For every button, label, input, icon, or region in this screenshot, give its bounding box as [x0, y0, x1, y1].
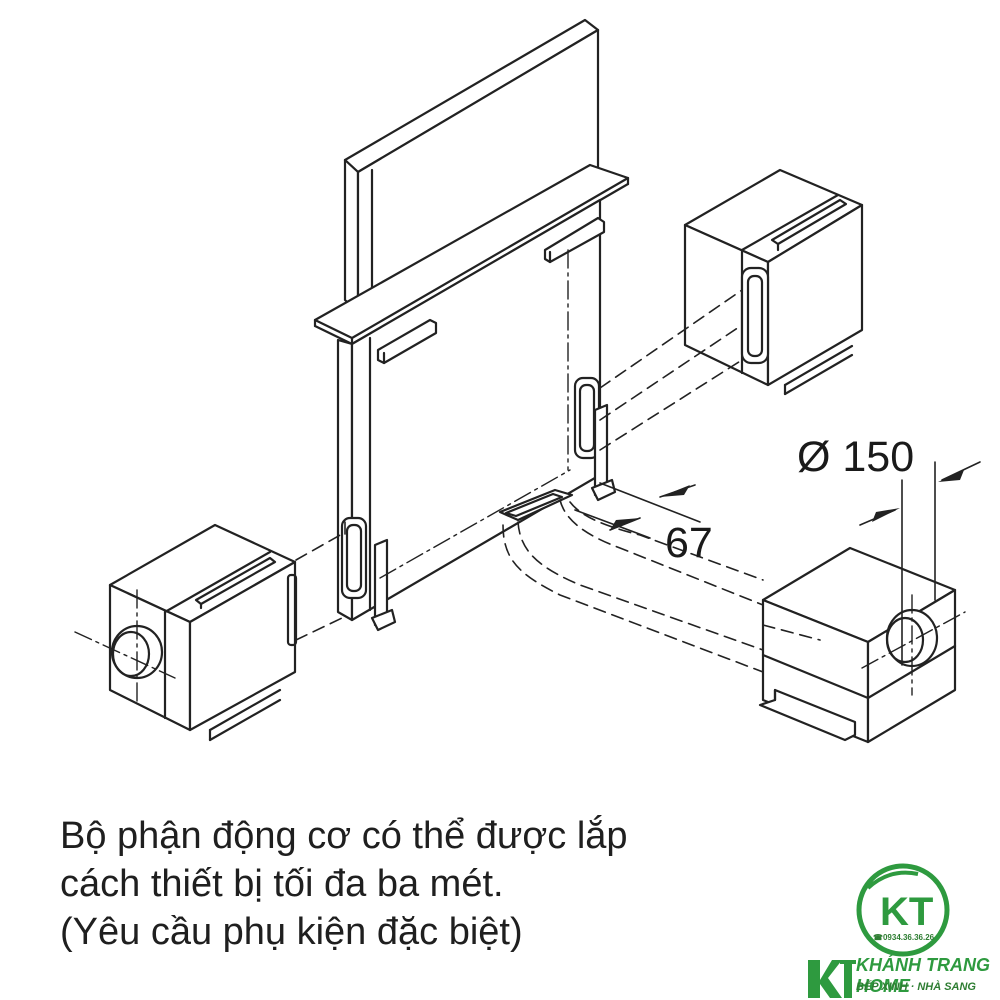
brand-logo: KT ☎0934.36.36.26 KHÁNH TRANG HOME BẾP X…	[800, 860, 1000, 1000]
caption-line-3: (Yêu cầu phụ kiện đặc biệt)	[60, 911, 523, 953]
caption: Bộ phận động cơ có thể được lắp cách thi…	[60, 812, 780, 956]
logo-phone: ☎0934.36.36.26	[873, 933, 935, 942]
logo-emblem-icon: KT	[808, 863, 950, 998]
diameter-label: Ø 150	[797, 433, 915, 481]
motor-unit-bottom-right	[758, 546, 957, 744]
logo-slogan: BẾP XINH · NHÀ SANG	[856, 981, 976, 993]
logo-brand-name: KHÁNH TRANG HOME	[856, 955, 990, 996]
caption-line-1: Bộ phận động cơ có thể được lắp	[60, 815, 628, 857]
installation-diagram	[74, 18, 981, 744]
offset-label: 67	[665, 519, 713, 567]
motor-unit-left	[108, 523, 298, 742]
svg-text:KT: KT	[880, 890, 933, 934]
motor-unit-top-right	[683, 168, 864, 396]
caption-line-2: cách thiết bị tối đa ba mét.	[60, 863, 504, 905]
downdraft-hood	[313, 18, 630, 632]
